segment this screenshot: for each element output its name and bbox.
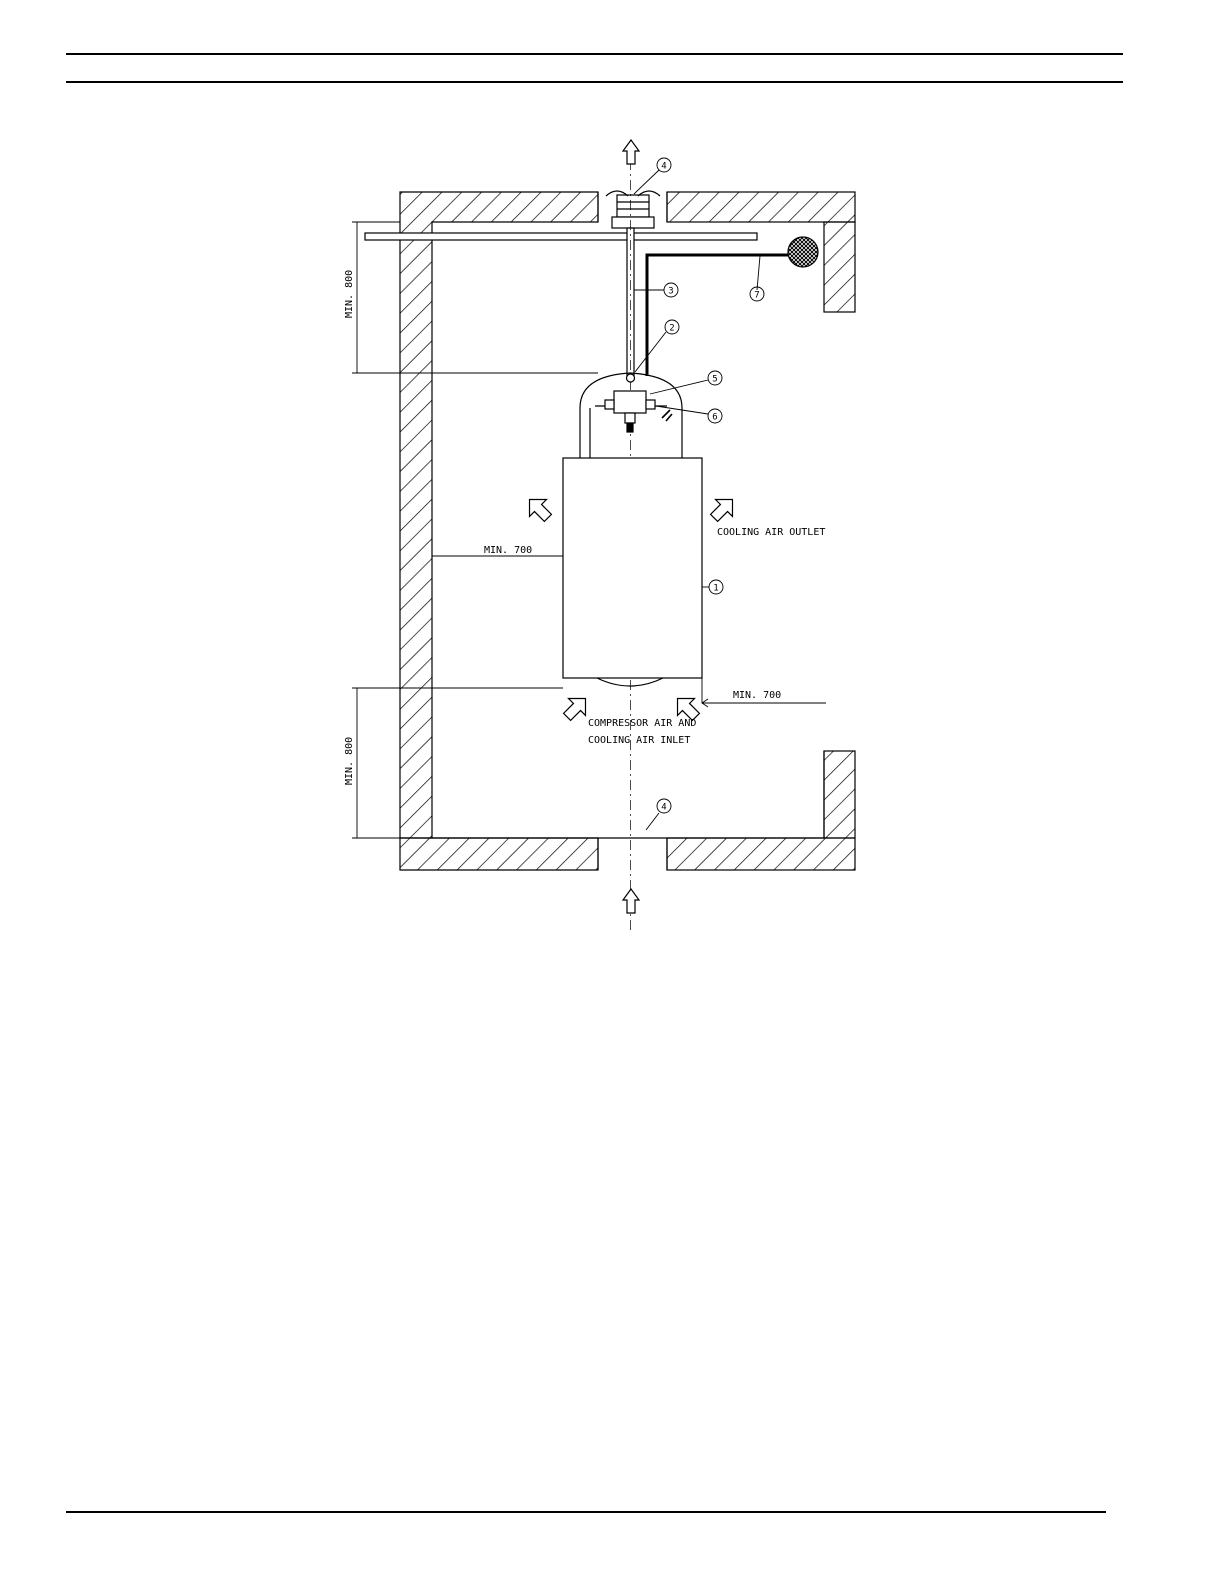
callout-6: 6	[712, 413, 717, 423]
callout-2: 2	[669, 324, 674, 334]
arrow-outlet-right	[706, 491, 741, 526]
exhaust-fan	[606, 191, 660, 228]
dim-min-700-left: MIN. 700	[484, 545, 532, 556]
label-inlet-line1: COMPRESSOR AIR AND	[588, 718, 696, 729]
callout-7: 7	[754, 291, 759, 301]
valve-block	[605, 374, 672, 432]
compressor-body	[563, 458, 702, 686]
callout-1: 1	[713, 584, 718, 594]
arrow-up-top	[623, 140, 639, 164]
label-cooling-air-outlet: COOLING AIR OUTLET	[717, 527, 825, 538]
arrow-up-bottom	[623, 889, 639, 913]
bottom-wall-right	[667, 838, 855, 870]
dim-min-800-bottom: MIN. 800	[344, 737, 355, 785]
label-inlet-line2: COOLING AIR INLET	[588, 735, 690, 746]
right-wall-upper	[824, 222, 855, 312]
right-wall-lower	[824, 751, 855, 838]
dim-min-700-right: MIN. 700	[733, 690, 781, 701]
top-wall-right	[667, 192, 855, 222]
callout-5: 5	[712, 375, 717, 385]
drain-line	[647, 237, 818, 376]
callout-3: 3	[668, 287, 673, 297]
dim-min-800-top: MIN. 800	[344, 270, 355, 318]
callout-4-top: 4	[661, 162, 666, 172]
bottom-wall-left	[400, 838, 598, 870]
ceiling-pipe	[365, 233, 757, 240]
arrow-outlet-left	[521, 491, 556, 526]
callout-4-bottom: 4	[661, 803, 666, 813]
drain-point	[788, 237, 818, 267]
